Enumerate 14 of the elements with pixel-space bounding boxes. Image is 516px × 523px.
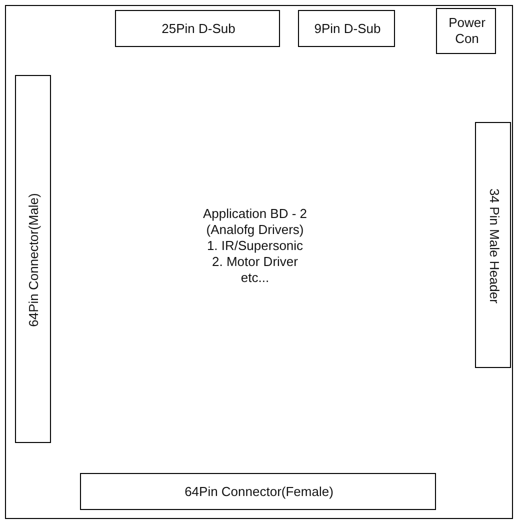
board-description: Application BD - 2 (Analofg Drivers) 1. IR/Supersonic 2. Motor Driver etc... [202,206,308,286]
connector-box [436,8,496,54]
connector-box [115,10,280,47]
connector-label: 34 Pin Male Header [486,188,502,306]
connector-label: 9Pin D-Sub [313,20,382,36]
connector-label: 64Pin Connector(Male) [26,192,42,329]
connector-box [298,10,395,47]
connector-box [15,75,51,443]
connector-label: Power Con [448,15,486,47]
header-box [475,122,511,368]
connector-label: 25Pin D-Sub [160,20,236,36]
circuit-board [5,5,513,519]
connector-box [80,473,436,510]
connector-label: 64Pin Connector(Female) [184,484,334,500]
